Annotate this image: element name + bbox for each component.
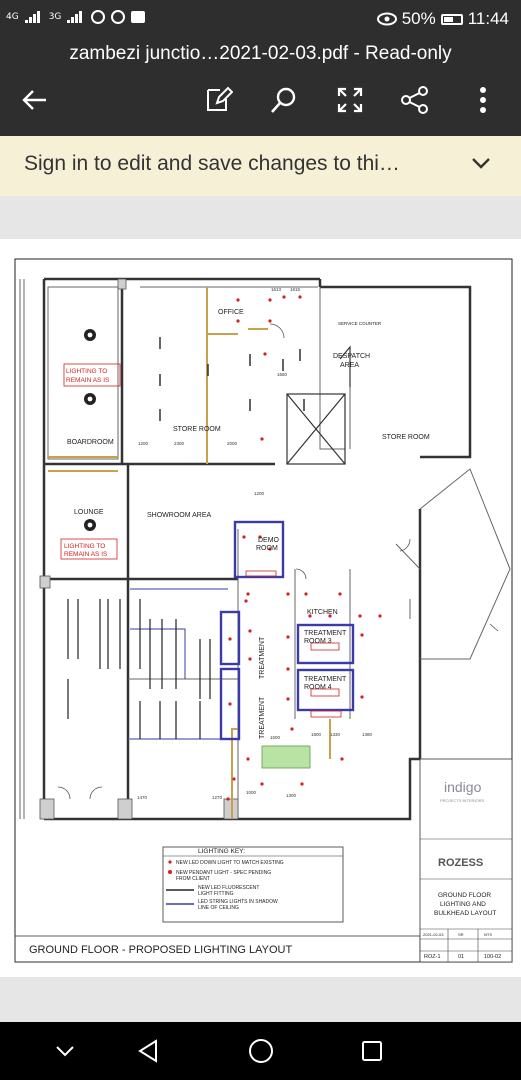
room-store-right: STORE ROOM	[382, 434, 430, 441]
note-lighting-remain-1: LIGHTING TO	[66, 368, 107, 375]
eye-comfort-icon	[376, 12, 397, 26]
dim-2: 1615	[290, 287, 301, 292]
dim-15: 1380	[362, 732, 373, 737]
pdf-page[interactable]: OFFICE DESPATCH AREA STORE ROOM STORE RO…	[0, 239, 521, 977]
battery-icon	[440, 13, 463, 25]
battery-percent: 50%	[401, 9, 436, 28]
title-block: indigo PROJECTS INTERIORS ROZESS GROUND …	[419, 758, 513, 963]
search-icon[interactable]	[268, 84, 300, 116]
tb-scale: NTS	[484, 932, 492, 937]
nav-back-icon[interactable]	[133, 1036, 163, 1066]
room-demo-2: ROOM	[256, 545, 278, 552]
room-store-left: STORE ROOM	[173, 426, 221, 433]
app-notification-icon	[131, 11, 146, 23]
room-demo: DEMO	[258, 537, 280, 544]
status-right: 50% 11:44	[376, 9, 509, 29]
dim-8: 1470	[137, 795, 148, 800]
service-counter-label: SERVICE COUNTER	[338, 321, 382, 326]
note-lighting-remain-1b: REMAIN AS IS	[66, 377, 110, 384]
key-item-pendant: NEW PENDANT LIGHT - SPEC PENDING	[176, 870, 271, 876]
room-treatment4-2: ROOM 4	[304, 684, 332, 691]
dim-7: 1200	[254, 491, 265, 496]
share-icon[interactable]	[399, 84, 431, 116]
existing-light-fittings	[84, 329, 96, 531]
fullscreen-icon[interactable]	[334, 84, 366, 116]
file-title: zambezi junctio…2021-02-03.pdf - Read-on…	[69, 43, 452, 64]
dim-9: 1270	[212, 795, 223, 800]
network-label-2: 3G	[48, 12, 62, 22]
chrome-icon-2	[111, 10, 126, 24]
edit-icon[interactable]	[202, 84, 234, 116]
room-kitchen: KITCHEN	[307, 609, 338, 616]
room-showroom: SHOWROOM AREA	[147, 512, 212, 519]
signal-icon-2	[67, 11, 85, 23]
lighting-key-title: LIGHTING KEY:	[198, 848, 245, 855]
room-boardroom: BOARDROOM	[67, 439, 114, 446]
room-despatch-2: AREA	[340, 362, 359, 369]
more-vert-icon[interactable]	[467, 84, 499, 116]
key-item-fluorescent-2: LIGHT FITTING	[198, 891, 234, 897]
tb-drawing-no: 100-02	[484, 954, 501, 960]
lighting-key: LIGHTING KEY: NEW LED DOWN LIGHT TO MATC…	[162, 846, 344, 923]
dim-11: 1800	[311, 732, 322, 737]
room-despatch: DESPATCH	[333, 353, 370, 360]
note-lighting-remain-2: LIGHTING TO	[64, 543, 105, 550]
tb-rev: 01	[458, 954, 464, 960]
dim-5: 2000	[227, 441, 238, 446]
dim-3: 2300	[174, 441, 185, 446]
room-treatment4: TREATMENT	[304, 676, 347, 683]
room-treatment3-2: ROOM 3	[304, 638, 332, 645]
dim-4: 1200	[138, 441, 149, 446]
tb-project-no: ROZ-1	[424, 954, 441, 960]
room-treatment2: TREATMENT	[259, 696, 266, 739]
tb-drawn: SR	[458, 932, 464, 937]
dim-13: 1500	[270, 735, 281, 740]
brand-logo: indigo	[444, 779, 482, 795]
client-name: ROZESS	[438, 857, 483, 869]
dim-10: 1300	[286, 793, 297, 798]
room-office: OFFICE	[218, 309, 244, 316]
chrome-icon	[91, 10, 106, 24]
sheet-title-3: BULKHEAD LAYOUT	[434, 910, 496, 917]
status-bar: 4G 3G 50% 11:44	[0, 0, 521, 38]
network-label-1: 4G	[6, 12, 19, 22]
nav-collapse-icon[interactable]	[50, 1036, 80, 1066]
key-item-pendant-2: FROM CLIENT	[176, 876, 210, 882]
pdf-toolbar: zambezi junctio…2021-02-03.pdf - Read-on…	[0, 38, 521, 136]
brand-subtitle: PROJECTS INTERIORS	[440, 798, 485, 803]
signin-banner-text: Sign in to edit and save changes to thi…	[24, 152, 400, 175]
system-nav-bar	[0, 1022, 521, 1080]
sheet-title-1: GROUND FLOOR	[438, 892, 491, 899]
key-item-fluorescent: NEW LED FLUORESCENT	[198, 885, 259, 891]
dim-14: 1330	[330, 732, 341, 737]
room-lounge: LOUNGE	[74, 509, 104, 516]
room-treatment1: TREATMENT	[259, 636, 266, 679]
sheet-title-2: LIGHTING AND	[440, 901, 486, 908]
back-arrow-icon[interactable]	[18, 84, 50, 116]
dim-1: 1613	[271, 287, 282, 292]
clock: 11:44	[467, 9, 509, 28]
signal-icon	[24, 11, 43, 23]
key-item-string: LED STRING LIGHTS IN SHADOW	[198, 899, 278, 905]
key-item-string-2: LINE OF CEILING	[198, 905, 239, 911]
floor-plan-drawing: OFFICE DESPATCH AREA STORE ROOM STORE RO…	[14, 258, 513, 963]
status-left: 4G 3G	[6, 10, 146, 24]
tb-date: 2021-02-03	[423, 932, 444, 937]
note-lighting-remain-2b: REMAIN AS IS	[64, 551, 108, 558]
chevron-down-icon[interactable]	[471, 155, 491, 174]
signin-banner[interactable]: Sign in to edit and save changes to thi…	[0, 136, 521, 196]
drawing-title: GROUND FLOOR - PROPOSED LIGHTING LAYOUT	[29, 944, 292, 956]
key-item-led: NEW LED DOWN LIGHT TO MATCH EXISTING	[176, 860, 284, 866]
nav-home-icon[interactable]	[246, 1036, 276, 1066]
dim-12: 1000	[246, 790, 257, 795]
nav-recents-icon[interactable]	[357, 1036, 387, 1066]
dim-6: 1650	[277, 372, 288, 377]
room-treatment3: TREATMENT	[304, 630, 347, 637]
